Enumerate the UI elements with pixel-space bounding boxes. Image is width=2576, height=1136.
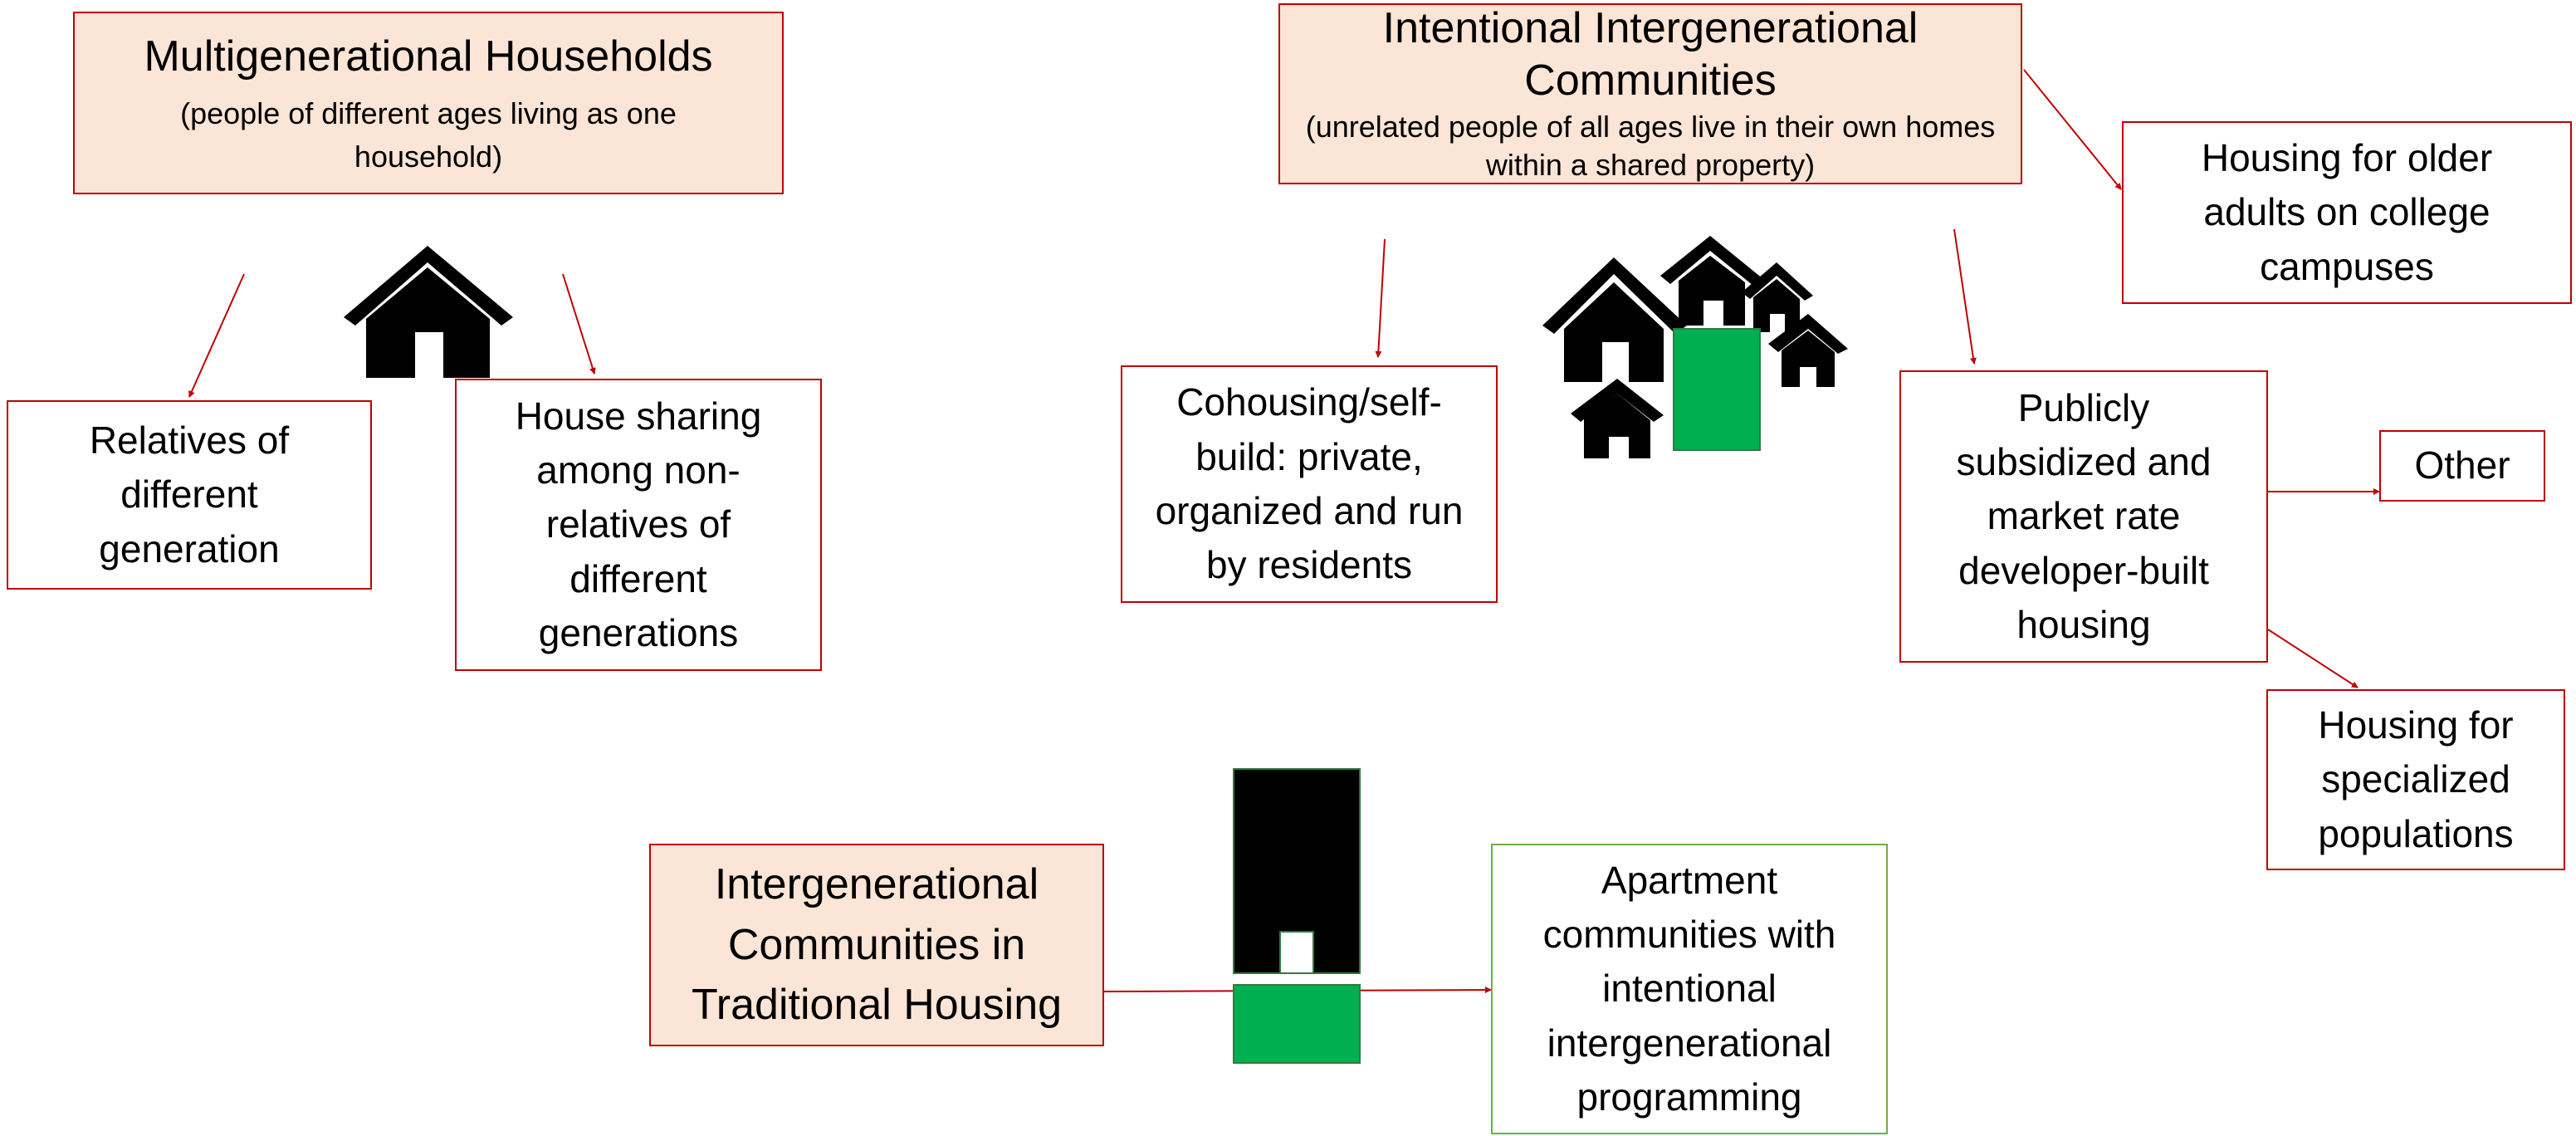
node-cohousing: Cohousing/self-build: private, organized… xyxy=(1121,365,1498,603)
arrow-to-relatives xyxy=(188,273,245,398)
node-college-campuses: Housing for older adults on college camp… xyxy=(2122,121,2572,304)
community-building-icon xyxy=(1673,328,1761,451)
node-subtitle: (unrelated people of all ages live in th… xyxy=(1305,109,1996,183)
node-specialized-populations: Housing for specialized populations xyxy=(2266,689,2565,870)
apartment-building-icon xyxy=(1233,768,1361,1064)
node-house-sharing: House sharing among non-relatives of dif… xyxy=(455,379,822,671)
arrow-to-house-sharing xyxy=(562,273,596,375)
node-label: Housing for specialized populations xyxy=(2318,703,2514,855)
node-title: Intentional Intergenerational Communitie… xyxy=(1382,3,1919,105)
node-label: Apartment communities with intentional i… xyxy=(1542,858,1836,1119)
house-cluster-icon xyxy=(1542,236,1848,458)
node-label: Publicly subsidized and market rate deve… xyxy=(1956,385,2212,646)
node-multigenerational-households: Multigenerational Households (people of … xyxy=(73,12,784,194)
node-label: Other xyxy=(2414,443,2510,487)
house-icon xyxy=(344,246,513,378)
node-title: Multigenerational Households xyxy=(144,32,713,81)
node-label: Relatives of different generation xyxy=(89,419,290,570)
arrow-to-college xyxy=(2023,69,2122,190)
arrow-to-publicly xyxy=(1953,228,1977,365)
node-label: Intergenerational Communities in Traditi… xyxy=(691,859,1063,1030)
arrow-to-specialized xyxy=(2267,629,2358,688)
node-other: Other xyxy=(2379,430,2545,502)
node-publicly-subsidized: Publicly subsidized and market rate deve… xyxy=(1899,370,2268,663)
node-label: Housing for older adults on college camp… xyxy=(2201,136,2493,288)
arrow-to-cohousing xyxy=(1375,238,1386,358)
node-label: Cohousing/self-build: private, organized… xyxy=(1155,380,1464,587)
node-label: House sharing among non-relatives of dif… xyxy=(515,394,762,654)
node-apartment-communities: Apartment communities with intentional i… xyxy=(1491,844,1888,1134)
node-traditional-housing: Intergenerational Communities in Traditi… xyxy=(649,844,1104,1046)
node-subtitle: (people of different ages living as one … xyxy=(180,96,677,174)
node-relatives: Relatives of different generation xyxy=(7,400,372,590)
node-intentional-communities: Intentional Intergenerational Communitie… xyxy=(1278,3,2022,184)
